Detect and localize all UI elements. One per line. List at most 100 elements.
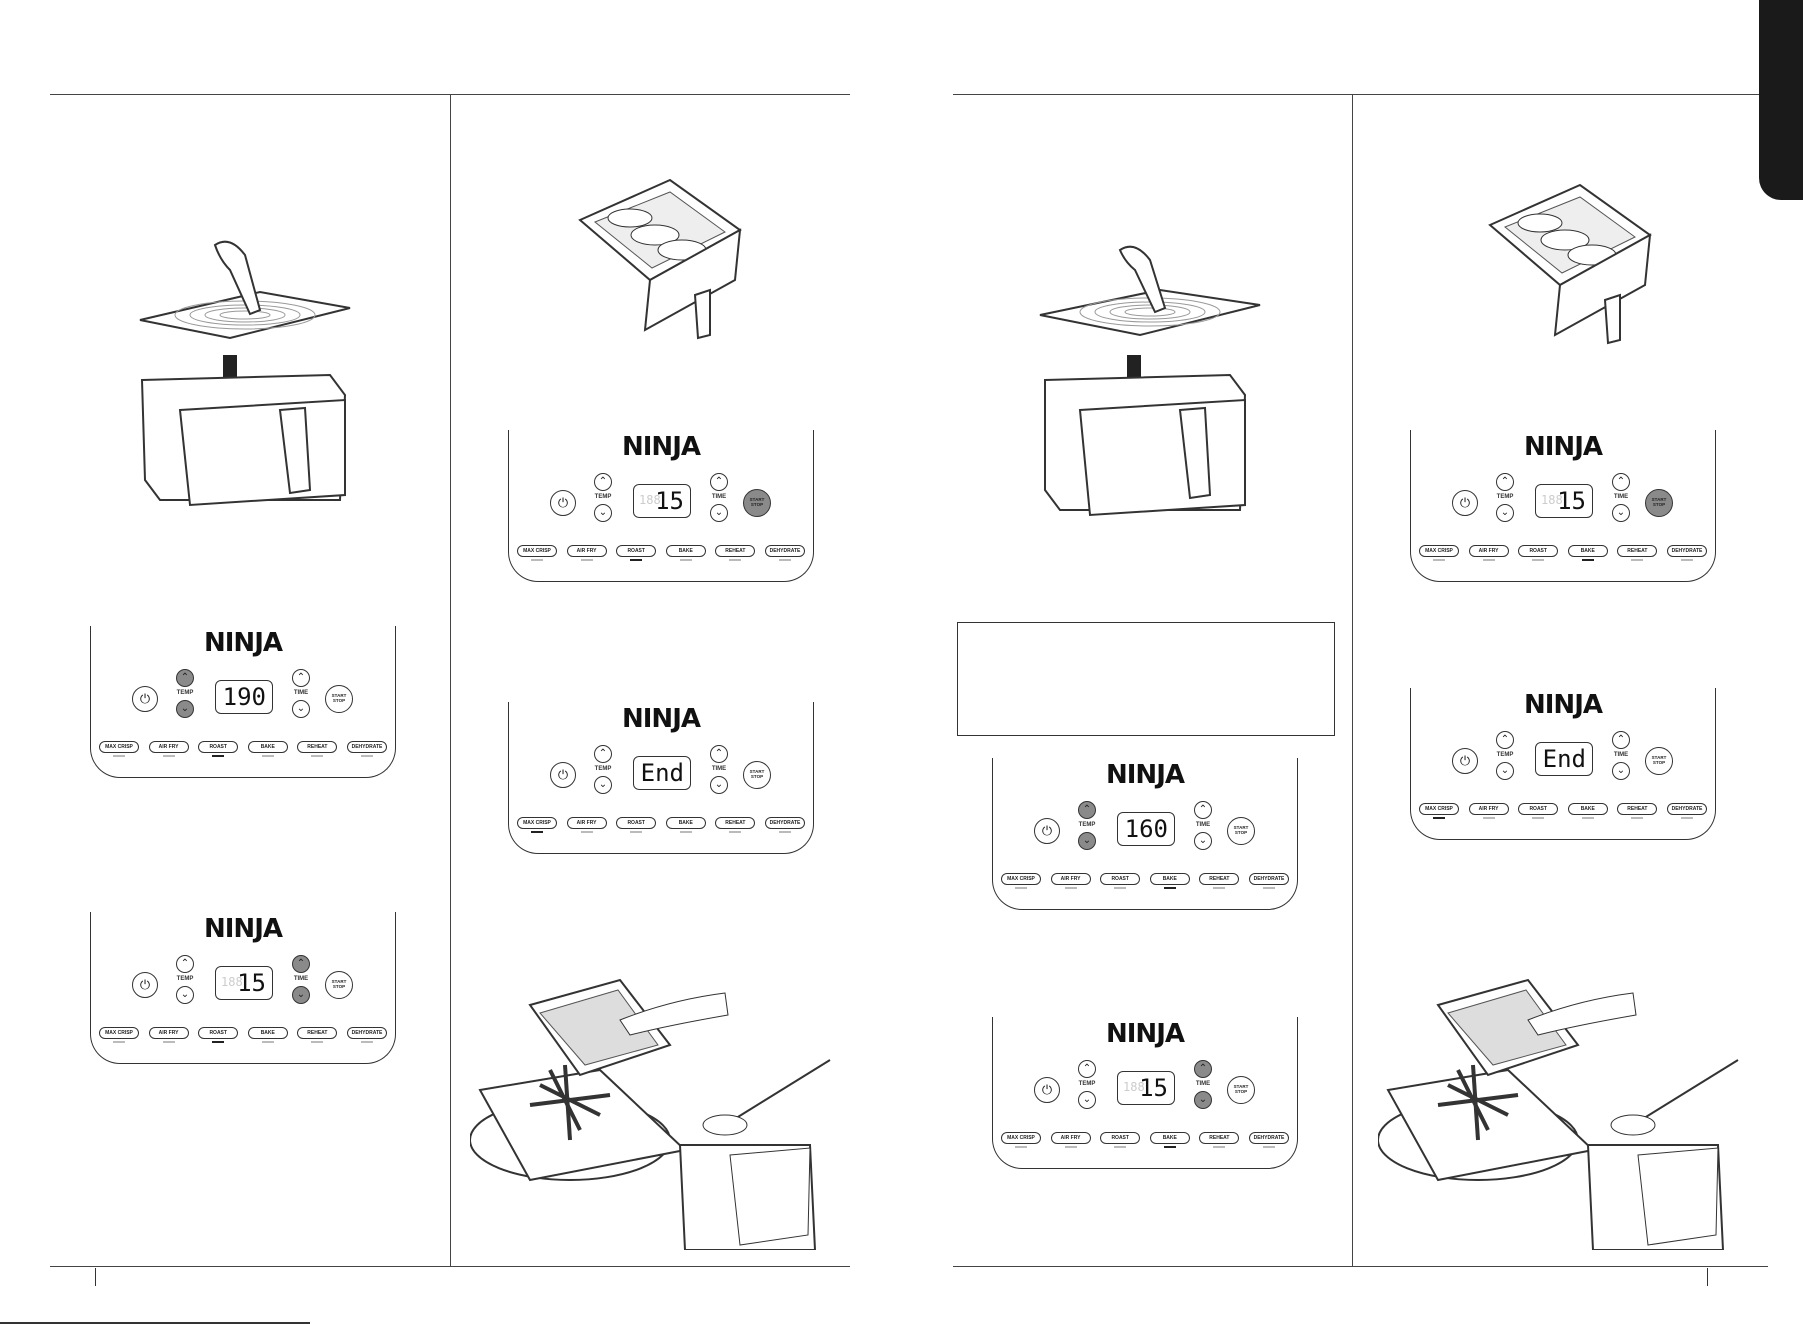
function-button-dehydrate[interactable]: DEHYDRATE (764, 545, 805, 561)
start-stop-button[interactable]: START STOP (1227, 1076, 1255, 1104)
temp-up-button[interactable]: ⌃ (1078, 1060, 1096, 1078)
power-icon[interactable]: ⏻ (550, 762, 576, 788)
time-down-button[interactable]: ⌄ (710, 776, 728, 794)
start-stop-button[interactable]: START STOP (743, 761, 771, 789)
time-up-button[interactable]: ⌃ (1194, 801, 1212, 819)
function-button-bake[interactable]: BAKE (665, 817, 706, 833)
power-icon[interactable]: ⏻ (1452, 490, 1478, 516)
function-button-roast[interactable]: ROAST (198, 741, 239, 757)
time-up-button[interactable]: ⌃ (710, 473, 728, 491)
temp-down-button[interactable]: ⌄ (594, 776, 612, 794)
function-button-bake[interactable]: BAKE (247, 741, 288, 757)
time-down-button[interactable]: ⌄ (710, 504, 728, 522)
time-up-button[interactable]: ⌃ (292, 669, 310, 687)
power-icon[interactable]: ⏻ (132, 686, 158, 712)
function-button-reheat[interactable]: REHEAT (1199, 1132, 1240, 1148)
temp-down-button[interactable]: ⌄ (1496, 504, 1514, 522)
temp-down-button[interactable]: ⌄ (1496, 762, 1514, 780)
function-button-roast[interactable]: ROAST (1100, 873, 1141, 889)
function-button-bake[interactable]: BAKE (1567, 803, 1608, 819)
time-down-button[interactable]: ⌄ (1194, 1091, 1212, 1109)
function-button-air-fry[interactable]: AIR FRY (1050, 873, 1091, 889)
time-up-button[interactable]: ⌃ (710, 745, 728, 763)
function-indicator (1015, 887, 1027, 889)
temp-down-button[interactable]: ⌄ (1078, 832, 1096, 850)
start-stop-button[interactable]: START STOP (325, 971, 353, 999)
function-buttons: MAX CRISP AIR FRY ROAST BAKE REHEAT DEHYDRATE (1001, 1132, 1289, 1148)
function-button-max-crisp[interactable]: MAX CRISP (99, 741, 139, 757)
time-up-button[interactable]: ⌃ (1194, 1060, 1212, 1078)
time-down-button[interactable]: ⌄ (1612, 504, 1630, 522)
function-button-reheat[interactable]: REHEAT (297, 741, 338, 757)
temp-up-button[interactable]: ⌃ (594, 473, 612, 491)
start-stop-button[interactable]: START STOP (743, 489, 771, 517)
function-button-dehydrate[interactable]: DEHYDRATE (1666, 545, 1707, 561)
time-down-button[interactable]: ⌄ (1194, 832, 1212, 850)
function-button-roast[interactable]: ROAST (1518, 803, 1559, 819)
function-button-bake[interactable]: BAKE (247, 1027, 288, 1043)
start-stop-button[interactable]: START STOP (325, 685, 353, 713)
function-button-bake[interactable]: BAKE (665, 545, 706, 561)
start-stop-button[interactable]: START STOP (1645, 489, 1673, 517)
function-button-reheat[interactable]: REHEAT (1199, 873, 1240, 889)
function-indicator (1581, 817, 1594, 819)
power-icon[interactable]: ⏻ (1452, 748, 1478, 774)
temp-up-button[interactable]: ⌃ (1078, 801, 1096, 819)
function-button-dehydrate[interactable]: DEHYDRATE (1248, 1132, 1289, 1148)
function-button-dehydrate[interactable]: DEHYDRATE (1248, 873, 1289, 889)
temp-up-button[interactable]: ⌃ (594, 745, 612, 763)
function-button-air-fry[interactable]: AIR FRY (148, 1027, 189, 1043)
function-button-max-crisp[interactable]: MAX CRISP (1419, 803, 1459, 819)
function-button-reheat[interactable]: REHEAT (715, 545, 756, 561)
function-button-air-fry[interactable]: AIR FRY (1468, 545, 1509, 561)
time-down-button[interactable]: ⌄ (1612, 762, 1630, 780)
function-button-max-crisp[interactable]: MAX CRISP (1001, 873, 1041, 889)
start-stop-button[interactable]: START STOP (1227, 817, 1255, 845)
temp-down-button[interactable]: ⌄ (176, 700, 194, 718)
temp-down-button[interactable]: ⌄ (176, 986, 194, 1004)
function-button-dehydrate[interactable]: DEHYDRATE (764, 817, 805, 833)
function-button-dehydrate[interactable]: DEHYDRATE (346, 741, 387, 757)
temp-up-button[interactable]: ⌃ (1496, 731, 1514, 749)
function-button-reheat[interactable]: REHEAT (1617, 803, 1658, 819)
page-marker-left (95, 1268, 96, 1286)
function-button-roast[interactable]: ROAST (1518, 545, 1559, 561)
function-button-reheat[interactable]: REHEAT (715, 817, 756, 833)
function-button-max-crisp[interactable]: MAX CRISP (517, 545, 557, 561)
power-icon[interactable]: ⏻ (132, 972, 158, 998)
function-button-roast[interactable]: ROAST (1100, 1132, 1141, 1148)
function-button-reheat[interactable]: REHEAT (1617, 545, 1658, 561)
function-button-dehydrate[interactable]: DEHYDRATE (1666, 803, 1707, 819)
function-button-air-fry[interactable]: AIR FRY (1468, 803, 1509, 819)
time-down-button[interactable]: ⌄ (292, 986, 310, 1004)
time-up-button[interactable]: ⌃ (1612, 731, 1630, 749)
temp-down-button[interactable]: ⌄ (1078, 1091, 1096, 1109)
time-up-button[interactable]: ⌃ (1612, 473, 1630, 491)
function-button-bake[interactable]: BAKE (1149, 873, 1190, 889)
temp-down-button[interactable]: ⌄ (594, 504, 612, 522)
function-button-bake[interactable]: BAKE (1149, 1132, 1190, 1148)
function-button-max-crisp[interactable]: MAX CRISP (517, 817, 557, 833)
function-button-air-fry[interactable]: AIR FRY (566, 817, 607, 833)
temp-up-button[interactable]: ⌃ (176, 955, 194, 973)
time-down-button[interactable]: ⌄ (292, 700, 310, 718)
function-button-air-fry[interactable]: AIR FRY (566, 545, 607, 561)
power-icon[interactable]: ⏻ (1034, 1077, 1060, 1103)
function-button-roast[interactable]: ROAST (616, 545, 657, 561)
function-button-dehydrate[interactable]: DEHYDRATE (346, 1027, 387, 1043)
temp-up-button[interactable]: ⌃ (1496, 473, 1514, 491)
start-stop-button[interactable]: START STOP (1645, 747, 1673, 775)
function-button-max-crisp[interactable]: MAX CRISP (99, 1027, 139, 1043)
function-button-reheat[interactable]: REHEAT (297, 1027, 338, 1043)
function-button-bake[interactable]: BAKE (1567, 545, 1608, 561)
power-icon[interactable]: ⏻ (1034, 818, 1060, 844)
time-up-button[interactable]: ⌃ (292, 955, 310, 973)
function-button-roast[interactable]: ROAST (198, 1027, 239, 1043)
function-button-air-fry[interactable]: AIR FRY (1050, 1132, 1091, 1148)
power-icon[interactable]: ⏻ (550, 490, 576, 516)
function-button-air-fry[interactable]: AIR FRY (148, 741, 189, 757)
temp-up-button[interactable]: ⌃ (176, 669, 194, 687)
function-button-max-crisp[interactable]: MAX CRISP (1001, 1132, 1041, 1148)
function-button-roast[interactable]: ROAST (616, 817, 657, 833)
function-button-max-crisp[interactable]: MAX CRISP (1419, 545, 1459, 561)
